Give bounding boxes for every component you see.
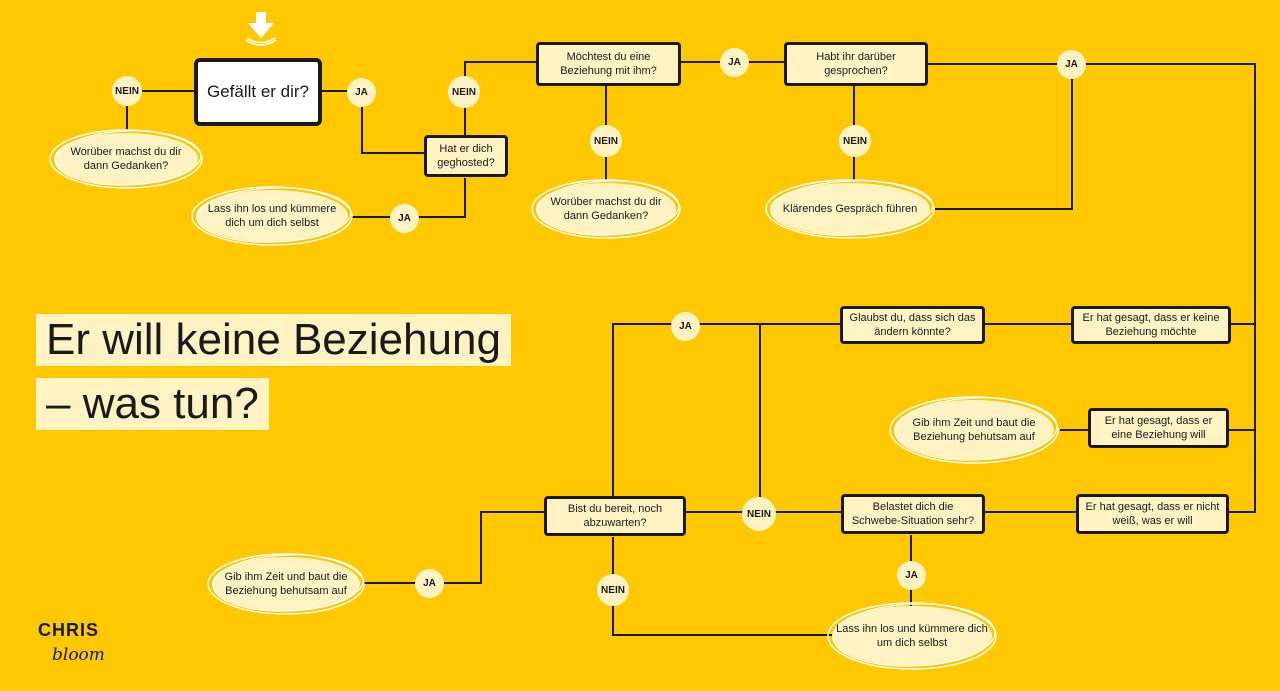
node-moechtest: Möchtest du eine Beziehung mit ihm? [536,42,681,86]
node-ghosted: Hat er dich geghosted? [424,135,508,177]
title-line-1: Er will keine Beziehung [36,314,511,366]
oval-scribble [191,186,353,246]
label-nein: NEIN [112,76,142,106]
node-glaubst: Glaubst du, dass sich das ändern könnte? [840,306,985,344]
node-start: Gefällt er dir? [194,58,322,126]
oval-scribble [765,179,935,239]
start-arrow-icon [248,12,274,38]
outcome-gedanken-2: Worüber machst du dir dann Gedanken? [530,178,682,240]
label-nein: NEIN [590,125,622,157]
oval-scribble [827,602,997,670]
node-keine-beziehung: Er hat gesagt, dass er keine Beziehung m… [1071,306,1231,344]
node-weiss-nicht: Er hat gesagt, dass er nicht weiß, was e… [1076,494,1229,534]
node-belastet: Belastet dich die Schwebe-Situation sehr… [841,494,985,534]
label-ja: JA [897,561,926,590]
outcome-klaerendes-gespraech: Klärendes Gespräch führen [764,178,936,240]
label-nein: NEIN [448,76,480,108]
label-ja: JA [390,204,419,233]
label-ja: JA [720,48,749,77]
label-ja: JA [671,312,700,341]
outcome-lass-los-2: Lass ihn los und kümmere dich um dich se… [826,600,998,672]
label-nein: NEIN [742,497,776,531]
label-ja: JA [415,569,444,598]
label-ja: JA [1057,50,1086,79]
outcome-gib-zeit-1: Gib ihm Zeit und baut die Beziehung behu… [888,394,1060,466]
oval-scribble [531,179,681,239]
oval-scribble [889,396,1059,464]
oval-scribble [49,129,203,189]
node-will-beziehung: Er hat gesagt, dass er eine Beziehung wi… [1088,408,1229,448]
title-line-2: – was tun? [36,378,269,430]
oval-scribble [207,553,365,615]
label-ja: JA [347,78,376,107]
brand-logo-script: bloom [52,645,105,665]
outcome-gib-zeit-2: Gib ihm Zeit und baut die Beziehung behu… [206,552,366,616]
outcome-gedanken-1: Worüber machst du dir dann Gedanken? [48,128,204,190]
outcome-lass-los-1: Lass ihn los und kümmere dich um dich se… [190,185,354,247]
node-gesprochen: Habt ihr darüber gesprochen? [784,42,928,86]
node-bereit: Bist du bereit, noch abzuwarten? [544,496,686,536]
label-nein: NEIN [597,574,629,606]
label-nein: NEIN [839,125,871,157]
brand-logo-name: CHRIS [38,620,100,640]
